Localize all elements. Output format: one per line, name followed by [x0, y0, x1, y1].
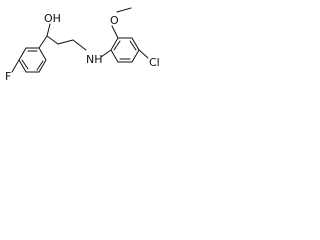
double-bond	[36, 60, 44, 71]
bond	[46, 35, 59, 45]
chloromethoxyphenyl-ring	[110, 37, 140, 63]
bond	[100, 49, 112, 58]
methoxy-label: O	[110, 14, 119, 27]
double-bond	[129, 40, 137, 51]
bond	[138, 49, 149, 59]
bond	[46, 23, 51, 37]
bond	[11, 59, 20, 73]
bond	[110, 49, 119, 63]
hydroxyl-label: OH	[44, 12, 61, 25]
bond	[18, 47, 27, 61]
fluoro-label: F	[5, 70, 11, 83]
bond	[57, 39, 74, 45]
bond	[116, 7, 132, 13]
double-bond	[113, 40, 121, 51]
chloro-label: Cl	[149, 56, 160, 69]
bond	[38, 47, 47, 61]
chemical-structure: F OH NH O Cl	[5, 7, 160, 83]
bond	[111, 25, 119, 39]
double-bond	[21, 59, 29, 70]
bond	[131, 49, 140, 63]
bond	[72, 39, 87, 51]
bond	[131, 37, 140, 51]
fluorophenyl-ring	[18, 47, 47, 73]
bond	[38, 59, 47, 73]
amine-label: NH	[86, 53, 103, 66]
bond	[110, 37, 119, 51]
structure-canvas: F OH NH O Cl	[0, 0, 201, 98]
bond	[38, 35, 48, 49]
bond	[18, 59, 27, 73]
